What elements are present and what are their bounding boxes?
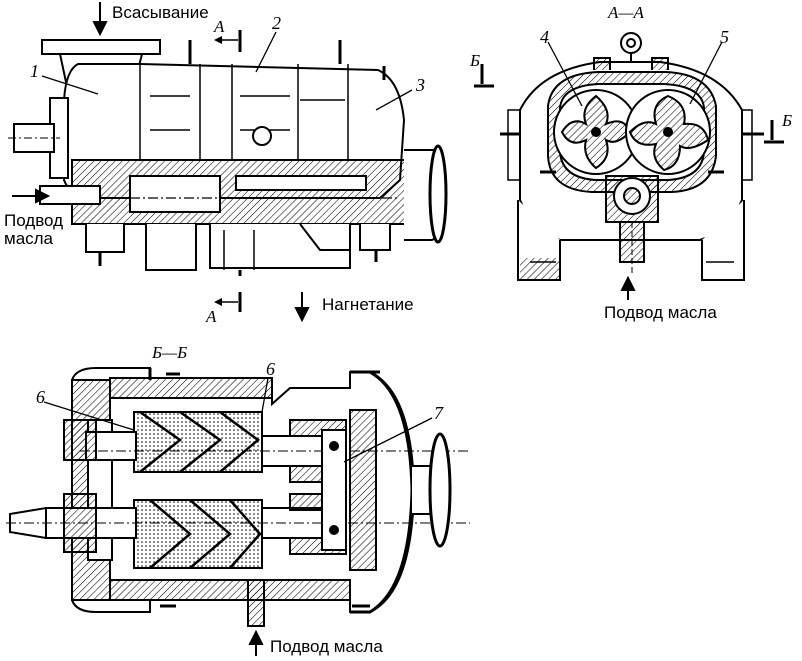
leader-lines — [41, 31, 723, 463]
section-b-b-title: Б—Б — [152, 343, 188, 362]
section-a-a-title: А—А — [608, 3, 644, 22]
callout-6-left: 6 — [36, 387, 45, 407]
side-view — [8, 39, 448, 276]
section-a-marker-top: А — [214, 17, 225, 36]
section-b-b — [6, 367, 470, 627]
callout-7: 7 — [434, 403, 443, 423]
section-b-b-arrows — [248, 629, 264, 656]
section-b-marker-left: Б — [470, 51, 481, 70]
section-a-a-arrows — [474, 64, 784, 300]
callout-1: 1 — [30, 61, 39, 81]
section-a-a — [500, 32, 764, 281]
callout-3: 3 — [416, 75, 425, 95]
section-a-marker-bottom: А — [206, 307, 217, 326]
callout-6-top: 6 — [266, 359, 275, 379]
section-a-markers — [214, 30, 242, 312]
flow-arrows — [12, 2, 310, 323]
callout-5: 5 — [720, 27, 729, 47]
oil-supply-label-bottom: Подвод масла — [270, 637, 383, 656]
section-b-marker-right: Б — [782, 111, 793, 130]
discharge-label: Нагнетание — [322, 295, 414, 314]
callout-4: 4 — [540, 27, 549, 47]
oil-supply-label-left: Подвод масла — [4, 211, 64, 248]
suction-label: Всасывание — [112, 3, 209, 22]
oil-supply-label-right: Подвод масла — [604, 303, 717, 322]
callout-2: 2 — [272, 13, 281, 33]
